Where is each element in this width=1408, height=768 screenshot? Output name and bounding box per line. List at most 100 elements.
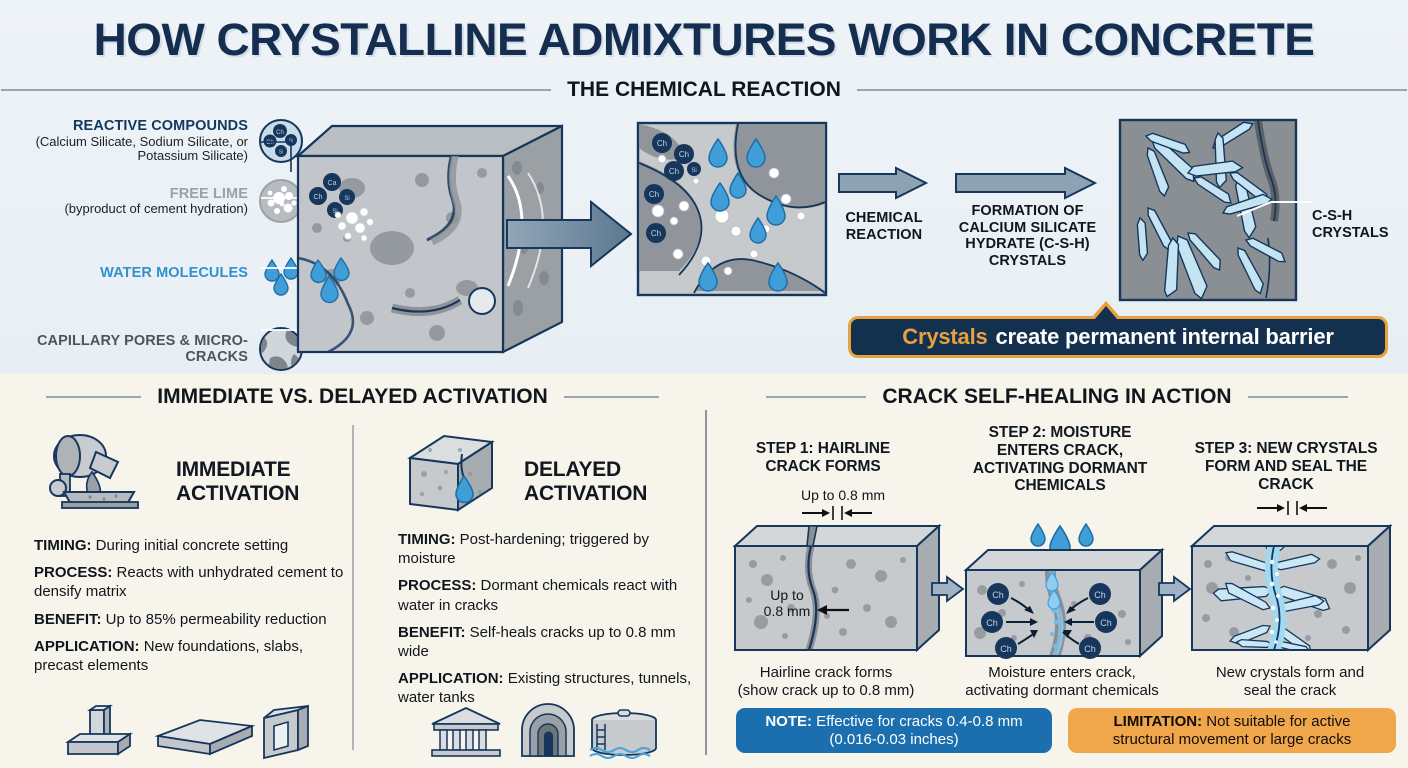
title-line3: ACTIVATING DORMANT (972, 459, 1148, 477)
caption-line1: New crystals form and (1215, 664, 1365, 681)
callout-pointer-inner (1095, 306, 1117, 319)
step-arrow-1-2 (931, 575, 965, 603)
precast-panel-icon (263, 704, 309, 760)
step-3-caption: New crystals form and seal the crack (1190, 664, 1390, 700)
section-label: IMMEDIATE VS. DELAYED ACTIVATION (157, 385, 548, 408)
detail-row: PROCESS: Dormant chemicals react with wa… (398, 576, 694, 614)
dim-line2: 0.8 mm (763, 603, 811, 620)
section-header-chemical-reaction: THE CHEMICAL REACTION (0, 78, 1408, 102)
section-header-healing: CRACK SELF-HEALING IN ACTION (706, 385, 1408, 409)
immediate-footer-icons (60, 704, 320, 764)
svg-text:Ch: Ch (1084, 644, 1096, 654)
limitation-text-line2: structural movement or large cracks (1112, 730, 1352, 748)
step-3-title: STEP 3: NEW CRYSTALS FORM AND SEAL THE C… (1180, 440, 1392, 493)
legend-item-free-lime: FREE LIME (byproduct of cement hydration… (14, 178, 304, 224)
delayed-activation-details: TIMING: Post-hardening; triggered by moi… (398, 530, 694, 716)
section-label: THE CHEMICAL REACTION (567, 78, 841, 101)
title-line2: ACTIVATION (176, 481, 300, 505)
detail-row: BENEFIT: Self-heals cracks up to 0.8 mm … (398, 623, 694, 661)
caption-line2: (show crack up to 0.8 mm) (737, 682, 915, 699)
title-line2: FORM AND SEAL THE (1205, 457, 1367, 475)
caption-line2: activating dormant chemicals (965, 682, 1159, 699)
svg-text:Si: Si (344, 196, 349, 202)
legend-list: REACTIVE COMPOUNDS (Calcium Silicate, So… (14, 116, 304, 380)
svg-text:Ch: Ch (992, 590, 1004, 600)
limitation-text-line1: Not suitable for active (1202, 712, 1351, 730)
detail-value: Reacts with unhydrated cement to densify… (34, 564, 344, 601)
title-line2: ENTERS CRACK, (996, 441, 1124, 459)
legend-item-title: REACTIVE COMPOUNDS (72, 118, 248, 135)
arrow-label-chemical-reaction: CHEMICAL REACTION (830, 210, 938, 243)
header-rule-left (46, 396, 142, 398)
water-tank-icon (589, 709, 657, 759)
svg-text:Ch: Ch (276, 130, 284, 136)
svg-text:Si: Si (279, 150, 283, 156)
limitation-label: LIMITATION: (1113, 712, 1203, 730)
delayed-footer-icons (424, 703, 668, 762)
legend-item-subtitle: (byproduct of cement hydration) (64, 200, 248, 216)
title-line4: CHEMICALS (1014, 477, 1106, 495)
note-text-line1: Effective for cracks 0.4-0.8 mm (812, 712, 1023, 730)
header-rule-right (563, 396, 659, 398)
detail-label: PROCESS: (34, 564, 113, 582)
step-3-dimension-arrows (1257, 501, 1327, 515)
concrete-slab-icon (154, 719, 256, 756)
title-line3: CRACK (1258, 475, 1314, 493)
step-2-title: STEP 2: MOISTURE ENTERS CRACK, ACTIVATIN… (950, 424, 1170, 495)
legend-item-title: WATER MOLECULES (100, 264, 248, 281)
svg-text:Ch: Ch (266, 140, 274, 146)
svg-text:Ch: Ch (1000, 644, 1012, 654)
detail-label: APPLICATION: (34, 637, 140, 655)
bottom-sections (0, 374, 1408, 768)
detail-row: PROCESS: Reacts with unhydrated cement t… (34, 563, 346, 601)
title-line2: ACTIVATION (524, 481, 648, 505)
detail-label: TIMING: (34, 537, 92, 554)
flow-arrow-big (506, 199, 633, 269)
flow-arrow-2 (955, 166, 1098, 200)
step-arrow-2-3 (1158, 575, 1192, 603)
limitation-badge: LIMITATION: Not suitable for active stru… (1068, 708, 1396, 753)
callout-highlight: Crystals (902, 324, 988, 349)
detail-value: Up to 85% permeability reduction (101, 610, 327, 628)
csh-leader-line (1236, 201, 1311, 217)
svg-text:Ch: Ch (651, 229, 661, 238)
step-1-title: STEP 1: HAIRLINE CRACK FORMS (728, 440, 918, 476)
svg-text:Ch: Ch (679, 150, 689, 159)
detail-row: TIMING: Post-hardening; triggered by moi… (398, 530, 694, 568)
dimension-arrows-top (802, 506, 872, 520)
caption-line2: seal the crack (1243, 682, 1337, 699)
building-icon (431, 707, 501, 757)
header-rule-right (856, 89, 1407, 91)
detail-label: APPLICATION: (398, 670, 504, 688)
svg-text:Ca: Ca (328, 180, 337, 187)
page-title: HOW CRYSTALLINE ADMIXTURES WORK IN CONCR… (93, 14, 1315, 65)
reaction-zoom-panel: Ch Ch Ch Si Ch Ch (636, 121, 828, 297)
caption-line1: Moisture enters crack, (988, 664, 1136, 681)
crystal-panel (1118, 118, 1298, 302)
detail-row: APPLICATION: New foundations, slabs, pre… (34, 637, 346, 675)
svg-text:Ch: Ch (314, 194, 323, 201)
detail-value: Existing structures, tunnels, water tank… (398, 670, 692, 707)
title-line1: DELAYED (524, 458, 622, 481)
immediate-activation-details: TIMING: During initial concrete setting … (34, 536, 346, 683)
detail-label: BENEFIT: (398, 623, 466, 641)
foundation-footing-icon (65, 704, 133, 756)
step-1-caption: Hairline crack forms (show crack up to 0… (726, 664, 926, 700)
chemical-reaction-section: HOW CRYSTALLINE ADMIXTURES WORK IN CONCR… (0, 0, 1408, 374)
note-label: NOTE: (765, 712, 813, 730)
title-line1: STEP 3: NEW CRYSTALS (1194, 440, 1378, 457)
step-1-illustration (731, 518, 945, 658)
callout-text: create permanent internal barrier (995, 324, 1334, 349)
detail-row: BENEFIT: Up to 85% permeability reductio… (34, 610, 346, 629)
step-2-caption: Moisture enters crack, activating dorman… (946, 664, 1178, 700)
detail-value: During initial concrete setting (91, 537, 289, 554)
svg-text:Si: Si (332, 209, 337, 215)
detail-value: Self-heals cracks up to 0.8 mm wide (398, 623, 676, 660)
section-label: CRACK SELF-HEALING IN ACTION (882, 385, 1232, 408)
step-1-dimension-top: Up to 0.8 mm (800, 487, 886, 503)
header-rule-left (1, 89, 552, 91)
svg-text:Ch: Ch (986, 618, 998, 628)
title-line1: IMMEDIATE (176, 458, 291, 481)
arrow-label-line2: REACTION (845, 226, 923, 243)
